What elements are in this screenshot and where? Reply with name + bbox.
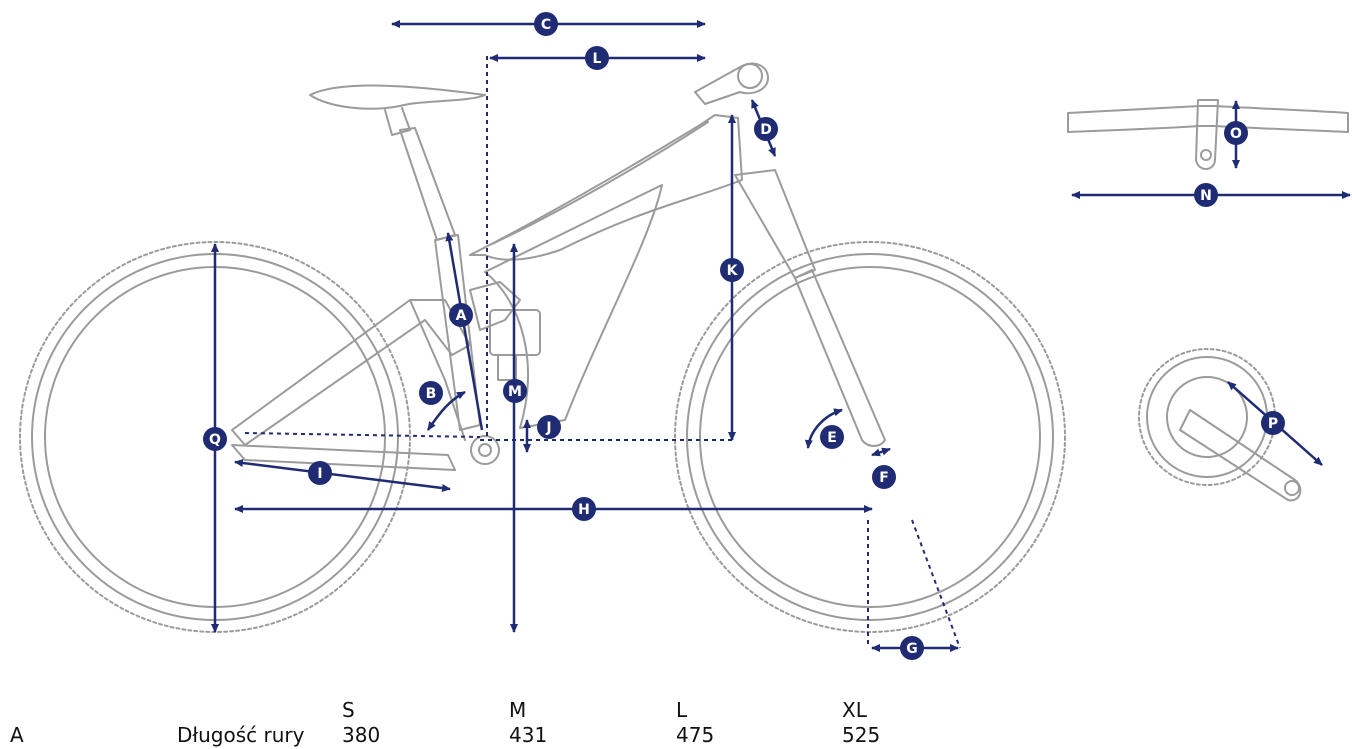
size-header-m: M: [509, 698, 527, 722]
label-badges: A B C D E F G H I J K L M N O P Q: [203, 12, 1285, 660]
badge-circle: [1194, 183, 1218, 207]
dimension-arrows: [211, 20, 1351, 652]
badge-letter: E: [827, 430, 837, 446]
badge-n: N: [1194, 183, 1218, 207]
badge-circle: [872, 465, 896, 489]
cell-l: 475: [676, 723, 715, 747]
badge-letter: N: [1200, 188, 1212, 204]
badge-circle: [754, 117, 778, 141]
badge-circle: [419, 381, 443, 405]
dim-i: [234, 459, 451, 492]
dim-b: [426, 390, 466, 431]
badge-letter: H: [578, 502, 590, 518]
row-name: Długość rury: [177, 723, 305, 747]
handlebar-front-view: [1067, 99, 1349, 170]
badge-o: O: [1224, 121, 1248, 145]
badge-circle: [537, 415, 561, 439]
badge-a: A: [449, 303, 473, 327]
cell-xl: 525: [842, 723, 881, 747]
cell-m: 431: [509, 723, 548, 747]
bike-frame: [231, 62, 886, 471]
reference-lines: [244, 56, 961, 649]
badge-m: M: [503, 379, 527, 403]
badge-circle: [534, 12, 558, 36]
badge-q: Q: [203, 427, 227, 451]
badge-letter: Q: [209, 432, 221, 448]
badge-letter: I: [317, 466, 322, 482]
badge-p: P: [1261, 411, 1285, 435]
badge-c: C: [534, 12, 558, 36]
badge-letter: B: [426, 386, 437, 402]
badge-circle: [449, 303, 473, 327]
badge-circle: [203, 427, 227, 451]
badge-letter: J: [545, 420, 551, 436]
badge-letter: M: [508, 384, 522, 400]
badge-letter: F: [879, 470, 889, 486]
badge-j: J: [537, 415, 561, 439]
row-code: A: [10, 723, 24, 747]
badge-letter: A: [456, 308, 467, 324]
chainring: [1138, 348, 1302, 502]
cell-s: 380: [342, 723, 381, 747]
badge-k: K: [720, 258, 744, 282]
badge-letter: D: [760, 122, 772, 138]
badge-circle: [1261, 411, 1285, 435]
badge-circle: [585, 46, 609, 70]
badge-g: G: [900, 636, 924, 660]
badge-circle: [308, 461, 332, 485]
badge-letter: G: [906, 641, 918, 657]
badge-circle: [572, 497, 596, 521]
badge-circle: [503, 379, 527, 403]
badge-circle: [1224, 121, 1248, 145]
bike-geometry-diagram: A B C D E F G H I J K L M N O P Q: [19, 12, 1351, 660]
badge-circle: [720, 258, 744, 282]
badge-circle: [900, 636, 924, 660]
badge-f: F: [872, 465, 896, 489]
badge-h: H: [572, 497, 596, 521]
size-header-l: L: [676, 698, 688, 722]
badge-letter: C: [541, 17, 551, 33]
badge-letter: P: [1268, 416, 1278, 432]
dim-a: [445, 232, 484, 431]
badge-i: I: [308, 461, 332, 485]
badge-letter: K: [727, 263, 739, 279]
badge-l: L: [585, 46, 609, 70]
badge-e: E: [820, 425, 844, 449]
badge-b: B: [419, 381, 443, 405]
dim-f: [871, 447, 891, 457]
size-header-xl: XL: [842, 698, 867, 722]
geometry-table: S M L XL A Długość rury 380 431 475 525: [0, 692, 1352, 749]
dim-e: [804, 408, 843, 449]
badge-letter: L: [593, 51, 602, 67]
badge-letter: O: [1230, 126, 1242, 142]
size-header-s: S: [342, 698, 355, 722]
badge-circle: [820, 425, 844, 449]
front-wheel: [674, 241, 1066, 633]
badge-d: D: [754, 117, 778, 141]
